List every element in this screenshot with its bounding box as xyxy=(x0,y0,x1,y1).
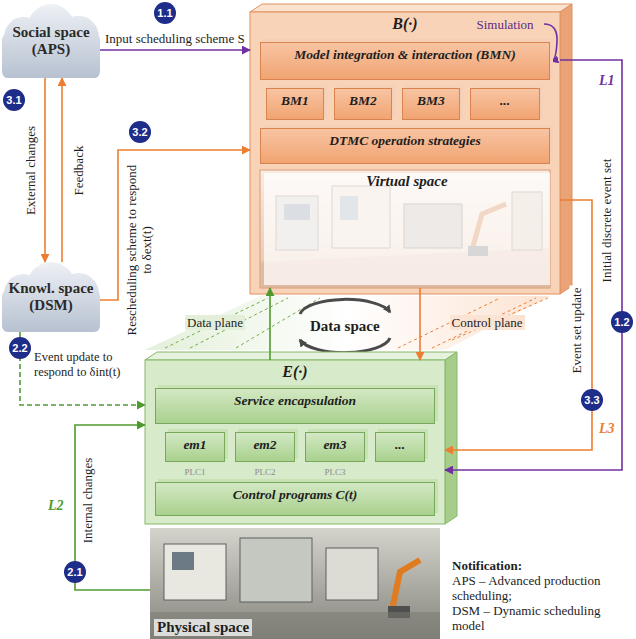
connector xyxy=(75,425,150,590)
node-text: em2 xyxy=(236,436,294,454)
space-cloud: Social space (APS) xyxy=(2,4,100,78)
node-text: em3 xyxy=(306,436,364,454)
edge-label: Rescheduling scheme to respond to δext(t… xyxy=(124,160,154,340)
node-text: Control programs C(t) xyxy=(156,486,434,504)
connector xyxy=(100,150,250,300)
notification-note: Notification:APS – Advanced production s… xyxy=(452,558,634,633)
node-text: Model integration & interaction (BMN) xyxy=(261,46,549,64)
plc-label: PLC1 xyxy=(185,465,206,480)
plc-label: PLC2 xyxy=(255,465,276,480)
callout-number: 3.3 xyxy=(581,389,603,411)
connector xyxy=(20,332,145,405)
edge-label: Initial discrete event set xyxy=(599,156,614,284)
edge-label: External changes xyxy=(23,123,38,216)
callout-number: 3.1 xyxy=(3,89,25,111)
node-text: E(·) xyxy=(145,363,445,381)
loop-label: L3 xyxy=(599,421,615,436)
node-text: Social space (APS) xyxy=(2,24,100,58)
model-box: Model integration & interaction (BMN) xyxy=(260,42,550,80)
node-text: Knowl. space (DSM) xyxy=(2,280,100,314)
edge-label: Event set update xyxy=(569,285,584,375)
space-label: Data space xyxy=(310,319,380,334)
model-box: ... xyxy=(470,88,540,120)
connector xyxy=(44,78,46,262)
space-cloud: Knowl. space (DSM) xyxy=(2,262,100,332)
node-text: ... xyxy=(471,92,539,110)
note-text: DSM – Dynamic scheduling model xyxy=(452,603,634,633)
service-box: Service encapsulation xyxy=(155,388,435,424)
entity-box: em2 xyxy=(235,432,295,462)
entity-box: em1 xyxy=(165,432,225,462)
model-stack: B(·)Model integration & interaction (BMN… xyxy=(250,12,560,294)
connector xyxy=(269,288,271,360)
node-text: ... xyxy=(376,436,424,454)
control-box: Control programs C(t) xyxy=(155,482,435,516)
node-text: em1 xyxy=(166,436,224,454)
edge-label: Internal changes xyxy=(80,455,95,545)
callout-number: 2.2 xyxy=(9,337,31,359)
strategy-box: DTMC operation strategies xyxy=(260,128,550,164)
edge-label: Feedback xyxy=(71,143,86,197)
loop-label: L1 xyxy=(599,73,615,88)
edge-label: Control plane xyxy=(450,315,525,330)
callout-number: 3.2 xyxy=(129,121,151,143)
node-text: BM3 xyxy=(403,92,459,110)
entity-stack: E(·) Service encapsulation em1 em2 em3... Con… xyxy=(145,360,445,524)
node-text: Physical space xyxy=(154,619,252,636)
callout-number: 1.2 xyxy=(611,311,633,333)
model-box: BM2 xyxy=(334,88,392,120)
callout-number: 2.1 xyxy=(64,561,86,583)
node-text: DTMC operation strategies xyxy=(261,132,549,150)
virtual-image: Virtual space xyxy=(260,170,550,288)
simulation-label: Simulation xyxy=(477,17,534,32)
physical-image: Physical space xyxy=(150,528,440,639)
node-text: BM2 xyxy=(335,92,391,110)
connector xyxy=(100,49,250,51)
node-text: Service encapsulation xyxy=(156,392,434,410)
note-text: APS – Advanced production scheduling; xyxy=(452,573,634,603)
edge-label: Input scheduling scheme S xyxy=(103,31,247,46)
entity-box: ... xyxy=(375,432,425,462)
plc-label: PLC3 xyxy=(325,465,346,480)
connector xyxy=(419,288,421,360)
entity-box: em3 xyxy=(305,432,365,462)
edge-label: Data plane xyxy=(185,315,245,330)
node-text: Virtual space xyxy=(264,173,550,285)
connector xyxy=(61,78,63,262)
node-text: BM1 xyxy=(267,92,323,110)
loop-label: L2 xyxy=(48,498,64,513)
note-text: Notification: xyxy=(452,558,634,573)
model-box: BM3 xyxy=(402,88,460,120)
callout-number: 1.1 xyxy=(154,2,176,24)
model-box: BM1 xyxy=(266,88,324,120)
edge-label: Event update to respond to δint(t) xyxy=(32,350,142,380)
